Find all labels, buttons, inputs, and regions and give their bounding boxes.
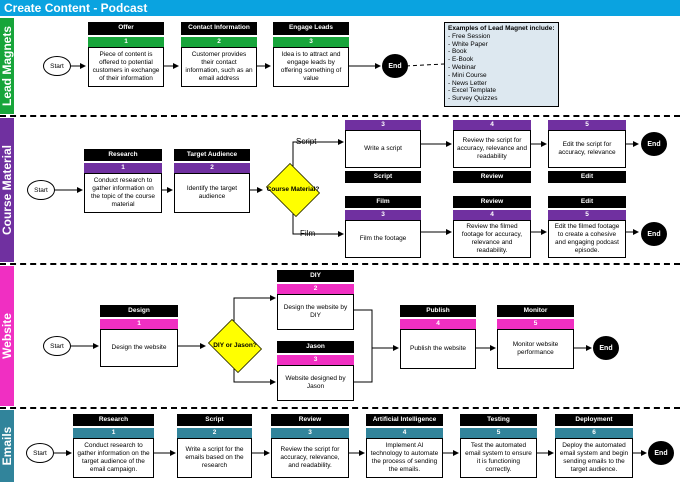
- step-box: Review the script for accuracy, relevanc…: [271, 438, 349, 478]
- step-header: Deployment: [555, 414, 633, 426]
- example-item: - Book: [448, 48, 467, 56]
- step-number: 3: [271, 428, 349, 438]
- step-header: Design: [100, 305, 178, 317]
- step-number: 4: [366, 428, 443, 438]
- example-item: - News Letter: [448, 79, 487, 87]
- end-node: End: [382, 54, 408, 78]
- step-number: 5: [548, 120, 626, 130]
- step-header: Review: [271, 414, 349, 426]
- lane-divider: [0, 407, 680, 409]
- step-number: 3: [345, 210, 421, 220]
- example-item: - E-Book: [448, 56, 474, 64]
- step-number: 1: [100, 319, 178, 329]
- step-box: Review the filmed footage for accuracy, …: [453, 220, 531, 258]
- example-item: - Free Session: [448, 32, 491, 40]
- branch-label-film: Film: [300, 229, 316, 238]
- examples-heading: Examples of Lead Magnet include:: [448, 25, 555, 32]
- lane-label-emails: Emails: [0, 410, 14, 482]
- step-number: 5: [460, 428, 537, 438]
- step-header: DIY: [277, 270, 354, 282]
- step-header: Edit: [548, 196, 626, 208]
- step-number: 4: [453, 120, 531, 130]
- step-box: Write a script: [345, 130, 421, 168]
- step-header: Target Audience: [174, 149, 250, 161]
- step-box: Conduct research to gather information o…: [73, 438, 154, 478]
- step-header: Edit: [548, 171, 626, 183]
- start-node: Start: [43, 336, 71, 356]
- step-header: Testing: [460, 414, 537, 426]
- example-item: - Survey Quizzes: [448, 95, 498, 103]
- step-number: 3: [277, 355, 354, 365]
- lane-divider: [0, 263, 680, 265]
- step-box: Deploy the automated email system and be…: [555, 438, 633, 478]
- step-box: Implement AI technology to automate the …: [366, 438, 443, 478]
- step-header: Engage Leads: [273, 22, 349, 35]
- step-header: Publish: [400, 305, 476, 317]
- step-box: Film the footage: [345, 220, 421, 258]
- example-item: - Excel Template: [448, 87, 496, 95]
- step-number: 5: [548, 210, 626, 220]
- step-number: 1: [84, 163, 162, 173]
- step-number: 2: [181, 37, 257, 47]
- step-number: 2: [277, 284, 354, 294]
- step-number: 4: [400, 319, 476, 329]
- step-box: Conduct research to gather information o…: [84, 173, 162, 213]
- lane-label-lead-magnets: Lead Magnets: [0, 18, 14, 114]
- step-header: Offer: [88, 22, 164, 35]
- step-number: 2: [177, 428, 252, 438]
- step-number: 6: [555, 428, 633, 438]
- lane-label-course-material: Course Material: [0, 118, 14, 262]
- step-number: 3: [345, 120, 421, 130]
- example-item: - Mini Course: [448, 71, 487, 79]
- decision-diy-or-jason: DIY or Jason?: [205, 319, 265, 373]
- step-box: Review the script for accuracy, relevanc…: [453, 130, 531, 168]
- step-number: 2: [174, 163, 250, 173]
- step-header: Research: [73, 414, 154, 426]
- step-box: Website designed by Jason: [277, 365, 354, 401]
- step-header: Review: [453, 171, 531, 183]
- branch-label-script: Script: [296, 137, 317, 146]
- step-header: Film: [345, 196, 421, 208]
- step-box: Design the website: [100, 329, 178, 367]
- end-node: End: [641, 132, 667, 156]
- step-header: Contact Information: [181, 22, 257, 35]
- step-number: 5: [497, 319, 574, 329]
- example-item: - White Paper: [448, 40, 488, 48]
- step-number: 4: [453, 210, 531, 220]
- step-header: Jason: [277, 341, 354, 353]
- lane-label-website: Website: [0, 266, 14, 406]
- step-header: Script: [177, 414, 252, 426]
- step-header: Review: [453, 196, 531, 208]
- step-box: Identify the target audience: [174, 173, 250, 213]
- step-number: 3: [273, 37, 349, 47]
- step-header: Research: [84, 149, 162, 161]
- page-title: Create Content - Podcast: [0, 0, 680, 16]
- step-box: Write a script for the emails based on t…: [177, 438, 252, 478]
- end-node: End: [593, 336, 619, 360]
- start-node: Start: [26, 443, 54, 463]
- step-box: Customer provides their contact informat…: [181, 47, 257, 87]
- start-node: Start: [43, 56, 71, 76]
- example-item: - Webinar: [448, 63, 477, 71]
- lead-magnet-examples-note: Examples of Lead Magnet include: - Free …: [444, 22, 559, 107]
- lane-divider: [0, 115, 680, 117]
- step-box: Test the automated email system to ensur…: [460, 438, 537, 478]
- end-node: End: [648, 441, 674, 465]
- step-box: Edit the script for accuracy, relevance: [548, 130, 626, 168]
- step-box: Idea is to attract and engage leads by o…: [273, 47, 349, 87]
- end-node: End: [641, 222, 667, 246]
- step-box: Edit the filmed footage to create a cohe…: [548, 220, 626, 258]
- decision-course-material: Course Material?: [263, 163, 323, 217]
- start-node: Start: [27, 180, 55, 200]
- step-box: Design the website by DIY: [277, 294, 354, 330]
- step-header: Monitor: [497, 305, 574, 317]
- step-box: Publish the website: [400, 329, 476, 369]
- step-box: Piece of content is offered to potential…: [88, 47, 164, 87]
- step-box: Monitor website performance: [497, 329, 574, 369]
- step-header: Artificial Intelligence: [366, 414, 443, 426]
- step-header: Script: [345, 171, 421, 183]
- step-number: 1: [73, 428, 154, 438]
- step-number: 1: [88, 37, 164, 47]
